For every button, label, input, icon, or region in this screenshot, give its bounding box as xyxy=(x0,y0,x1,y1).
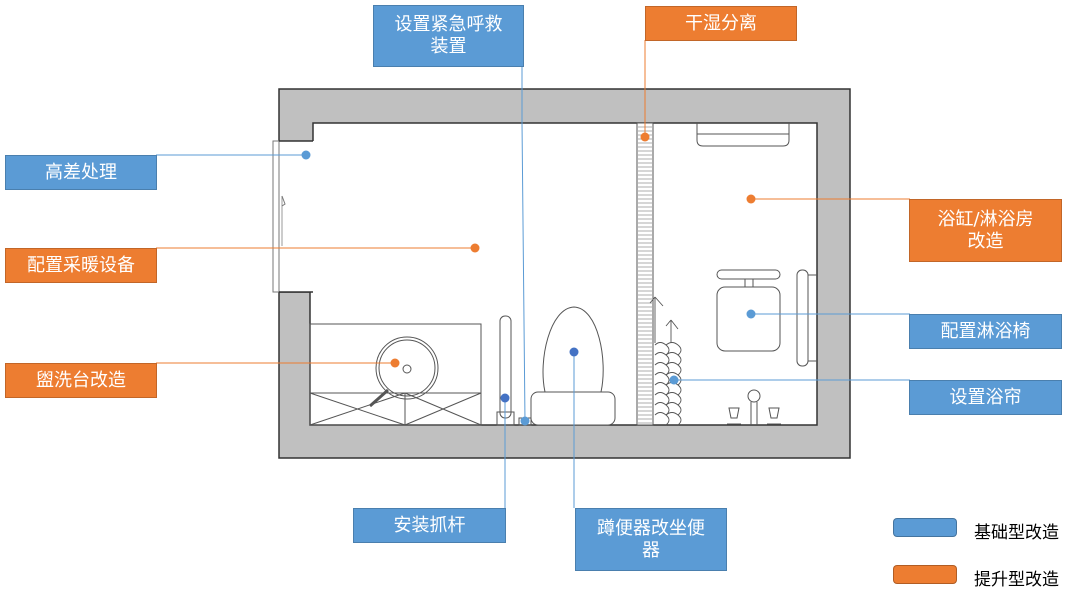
shower-grab-bar xyxy=(796,269,817,367)
legend-label-basic: 基础型改造 xyxy=(974,523,1059,543)
callout-height-diff-text: 高差处理 xyxy=(45,161,117,183)
washbasin-counter xyxy=(309,323,482,426)
curtain-fold xyxy=(654,362,682,376)
callout-emergency-call: 设置紧急呼救 装置 xyxy=(373,5,524,67)
legend-swatch-basic xyxy=(893,518,957,537)
dot-heating xyxy=(470,243,480,253)
legend-swatch-upgrade xyxy=(893,565,957,584)
dot-washbasin xyxy=(390,358,400,368)
legend-label-upgrade: 提升型改造 xyxy=(974,570,1059,590)
callout-shower-curtain-text: 设置浴帘 xyxy=(949,386,1022,408)
callout-bathtub-line1: 浴缸/淋浴房 xyxy=(937,208,1034,230)
shower-curtain-shape xyxy=(649,296,682,426)
dot-bathtub xyxy=(746,194,756,204)
curtain-fold xyxy=(654,392,682,406)
callout-shower-chair: 配置淋浴椅 xyxy=(909,314,1062,349)
partition-stripes xyxy=(638,126,652,424)
callout-heating: 配置采暖设备 xyxy=(5,248,157,283)
callout-shower-chair-text: 配置淋浴椅 xyxy=(940,320,1031,342)
dot-grab-bar xyxy=(500,393,510,403)
partition-wall xyxy=(636,122,654,426)
callout-bathtub-shower: 浴缸/淋浴房 改造 xyxy=(909,199,1062,262)
door-frame xyxy=(272,140,280,293)
door-handle xyxy=(281,195,286,207)
callout-shower-curtain: 设置浴帘 xyxy=(909,380,1062,415)
callout-bathtub-line2: 改造 xyxy=(967,230,1004,252)
callout-emergency-line2: 装置 xyxy=(430,36,467,57)
callout-grab-bar: 安装抓杆 xyxy=(353,508,506,543)
faucet-shape xyxy=(727,389,781,425)
callout-grab-bar-text: 安装抓杆 xyxy=(393,514,466,536)
curtain-fold xyxy=(654,342,682,356)
dot-curtain xyxy=(669,375,679,385)
leader-emergency xyxy=(521,66,526,423)
callout-heating-text: 配置采暖设备 xyxy=(27,254,135,276)
callout-toilet: 蹲便器改坐便 器 xyxy=(575,508,727,571)
callout-emergency-line1: 设置紧急呼救 xyxy=(394,14,503,35)
door-opening xyxy=(275,141,315,292)
callout-toilet-line2: 器 xyxy=(642,539,660,561)
dot-shower-chair xyxy=(746,309,756,319)
dot-toilet xyxy=(569,347,579,357)
callout-washbasin: 盥洗台改造 xyxy=(5,363,157,398)
dot-dry-wet xyxy=(640,132,650,142)
curtain-fold xyxy=(654,372,682,386)
curtain-fold xyxy=(654,412,682,426)
curtain-fold xyxy=(654,352,682,366)
callout-height-difference: 高差处理 xyxy=(5,155,157,190)
shower-chair-shape xyxy=(716,269,781,352)
callout-toilet-line1: 蹲便器改坐便 xyxy=(597,517,705,539)
callout-washbasin-text: 盥洗台改造 xyxy=(36,369,126,391)
curtain-fold xyxy=(654,402,682,416)
callout-dry-wet-separation: 干湿分离 xyxy=(645,6,797,41)
towel-rack xyxy=(696,123,790,147)
marker-dots xyxy=(301,132,756,426)
leader-lines xyxy=(156,40,910,508)
callout-dry-wet-text: 干湿分离 xyxy=(685,12,757,34)
dot-emergency xyxy=(520,416,530,426)
curtain-fold xyxy=(654,382,682,396)
dot-height-diff xyxy=(301,150,311,160)
